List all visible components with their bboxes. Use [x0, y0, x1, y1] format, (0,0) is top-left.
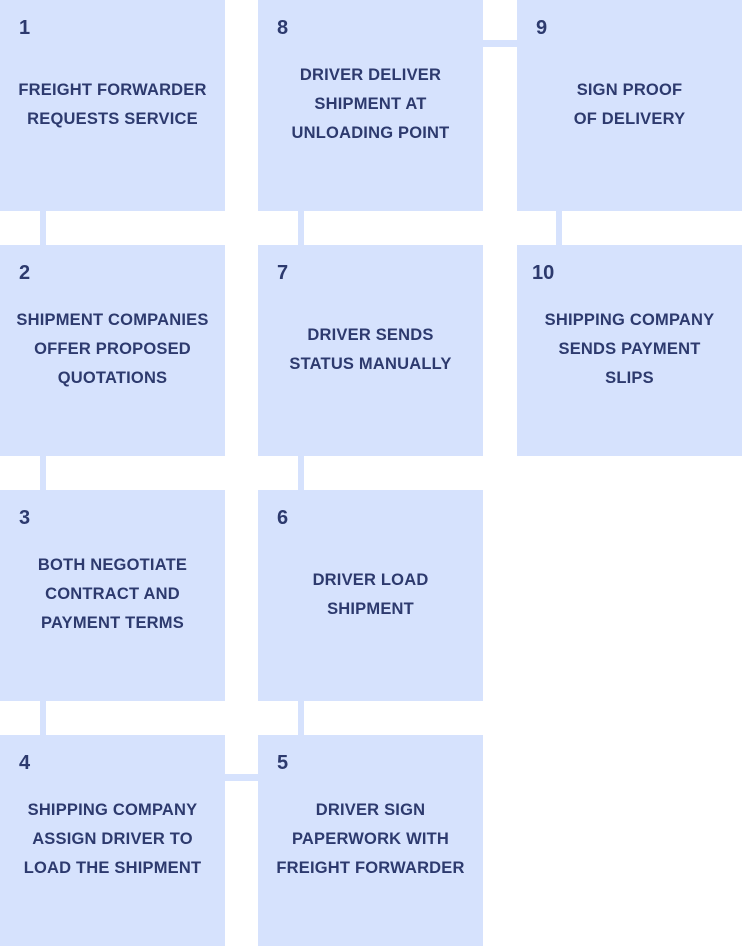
step-label: DRIVER LOAD SHIPMENT: [312, 570, 429, 618]
step-label: FREIGHT FORWARDER REQUESTS SERVICE: [18, 80, 207, 128]
step-label: SHIPMENT COMPANIES OFFER PROPOSED QUOTAT…: [16, 311, 209, 387]
connector-4-5: [225, 774, 258, 781]
step-number: 10: [532, 262, 555, 284]
step-1: 1 FREIGHT FORWARDER REQUESTS SERVICE: [0, 0, 225, 211]
step-3: 3 BOTH NEGOTIATE CONTRACT AND PAYMENT TE…: [0, 490, 225, 701]
step-number: 8: [277, 17, 289, 39]
step-label: DRIVER SIGN PAPERWORK WITH FREIGHT FORWA…: [276, 801, 465, 877]
connector-5-6: [298, 701, 304, 735]
step-4: 4 SHIPPING COMPANY ASSIGN DRIVER TO LOAD…: [0, 735, 225, 946]
step-10: 10 SHIPPING COMPANY SENDS PAYMENT SLIPS: [517, 245, 742, 456]
step-5: 5 DRIVER SIGN PAPERWORK WITH FREIGHT FOR…: [258, 735, 483, 946]
step-label: DRIVER DELIVER SHIPMENT AT UNLOADING POI…: [291, 66, 450, 142]
connector-3-4: [40, 701, 46, 735]
connector-7-8: [298, 211, 304, 245]
connector-2-3: [40, 456, 46, 490]
step-label: BOTH NEGOTIATE CONTRACT AND PAYMENT TERM…: [37, 556, 188, 632]
connector-9-10: [556, 211, 562, 245]
step-number: 4: [19, 752, 31, 774]
step-number: 7: [277, 262, 289, 284]
step-label: SHIPPING COMPANY ASSIGN DRIVER TO LOAD T…: [23, 801, 202, 877]
connector-6-7: [298, 456, 304, 490]
step-number: 3: [19, 507, 31, 529]
step-label: DRIVER SENDS STATUS MANUALLY: [289, 325, 452, 373]
step-8: 8 DRIVER DELIVER SHIPMENT AT UNLOADING P…: [258, 0, 483, 211]
step-number: 2: [19, 262, 31, 284]
step-label: SIGN PROOF OF DELIVERY: [573, 80, 686, 128]
step-label: SHIPPING COMPANY SENDS PAYMENT SLIPS: [544, 311, 715, 387]
connector-8-9: [483, 40, 517, 47]
step-6: 6 DRIVER LOAD SHIPMENT: [258, 490, 483, 701]
step-2: 2 SHIPMENT COMPANIES OFFER PROPOSED QUOT…: [0, 245, 225, 456]
step-number: 6: [277, 507, 289, 529]
step-number: 9: [536, 17, 548, 39]
step-7: 7 DRIVER SENDS STATUS MANUALLY: [258, 245, 483, 456]
connector-1-2: [40, 211, 46, 245]
step-number: 5: [277, 752, 289, 774]
step-number: 1: [19, 17, 31, 39]
step-9: 9 SIGN PROOF OF DELIVERY: [517, 0, 742, 211]
